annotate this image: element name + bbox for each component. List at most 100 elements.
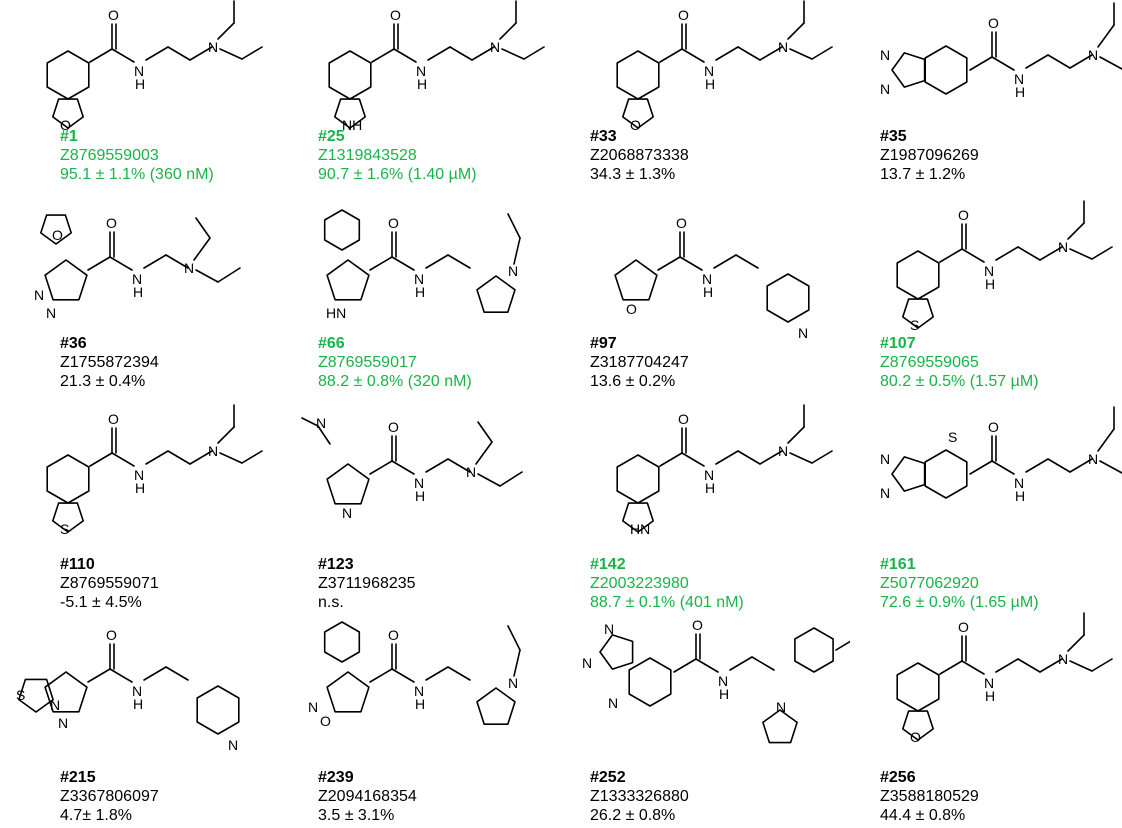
compound-zinc-id: Z8769559003	[60, 147, 159, 164]
svg-text:H: H	[703, 284, 713, 300]
svg-text:H: H	[985, 276, 995, 292]
svg-text:N: N	[1088, 47, 1098, 63]
svg-text:N: N	[308, 699, 318, 715]
svg-text:H: H	[719, 686, 729, 702]
svg-text:H: H	[415, 696, 425, 712]
svg-text:N: N	[1058, 651, 1068, 667]
compound-activity: 88.2 ± 0.8% (320 nM)	[318, 373, 472, 390]
svg-text:O: O	[958, 207, 969, 223]
compound-activity: 4.7± 1.8%	[60, 807, 132, 824]
svg-text:N: N	[880, 451, 890, 467]
svg-text:N: N	[880, 485, 890, 501]
svg-text:H: H	[133, 284, 143, 300]
svg-text:N: N	[718, 673, 728, 689]
svg-text:N: N	[132, 683, 142, 699]
compound-activity: 13.7 ± 1.2%	[880, 166, 966, 183]
svg-text:N: N	[798, 325, 808, 340]
compound-number: #1	[60, 128, 78, 145]
svg-text:N: N	[416, 63, 426, 79]
svg-text:O: O	[52, 227, 63, 243]
svg-text:H: H	[705, 480, 715, 496]
compound-activity: 44.4 ± 0.8%	[880, 807, 966, 824]
compound-zinc-id: Z3588180529	[880, 788, 979, 805]
compound-zinc-id: Z8769559017	[318, 354, 417, 371]
compound-number: #142	[590, 556, 626, 573]
svg-text:O: O	[390, 7, 401, 23]
svg-text:N: N	[776, 699, 786, 715]
svg-text:N: N	[132, 271, 142, 287]
svg-text:N: N	[58, 715, 68, 731]
compound-activity: 95.1 ± 1.1% (360 nM)	[60, 166, 214, 183]
svg-text:N: N	[1058, 239, 1068, 255]
svg-text:N: N	[46, 305, 56, 321]
compound-activity: 13.6 ± 0.2%	[590, 373, 676, 390]
compound-number: #256	[880, 769, 916, 786]
compound-activity: 80.2 ± 0.5% (1.57 µM)	[880, 373, 1039, 390]
compound-zinc-id: Z5077062920	[880, 575, 979, 592]
compound-number: #36	[60, 335, 87, 352]
svg-text:O: O	[910, 729, 921, 745]
svg-text:H: H	[135, 76, 145, 92]
svg-text:N: N	[228, 737, 238, 752]
svg-text:N: N	[778, 39, 788, 55]
svg-text:N: N	[508, 675, 518, 691]
compound-number: #252	[590, 769, 626, 786]
compound-number: #35	[880, 128, 907, 145]
svg-text:S: S	[60, 521, 69, 537]
svg-text:NH: NH	[342, 117, 362, 133]
svg-text:O: O	[676, 215, 687, 231]
svg-text:N: N	[880, 81, 890, 97]
svg-text:O: O	[626, 301, 637, 317]
svg-text:HN: HN	[630, 521, 650, 537]
svg-text:H: H	[1015, 84, 1025, 100]
svg-text:O: O	[678, 7, 689, 23]
compound-number: #215	[60, 769, 96, 786]
compound-zinc-id: Z3187704247	[590, 354, 689, 371]
svg-text:N: N	[702, 271, 712, 287]
svg-text:N: N	[1088, 451, 1098, 467]
svg-text:O: O	[692, 617, 703, 633]
svg-text:O: O	[106, 215, 117, 231]
svg-text:N: N	[582, 655, 592, 671]
svg-text:N: N	[608, 695, 618, 711]
svg-text:O: O	[388, 419, 399, 435]
svg-text:N: N	[490, 39, 500, 55]
svg-text:H: H	[415, 488, 425, 504]
compound-number: #161	[880, 556, 916, 573]
compound-number: #25	[318, 128, 345, 145]
compound-activity: 3.5 ± 3.1%	[318, 807, 395, 824]
compound-zinc-id: Z2094168354	[318, 788, 417, 805]
